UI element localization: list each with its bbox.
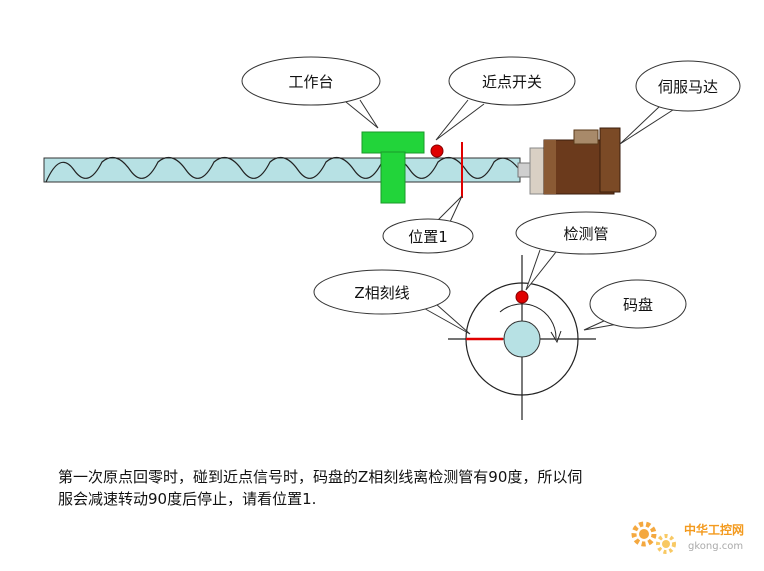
screw-thread	[45, 156, 519, 183]
callout-detector-bubble	[515, 211, 657, 255]
callout-position1: 位置1	[382, 195, 474, 254]
caption-line-2: 服会减速转动90度后停止，请看位置1.	[58, 490, 317, 508]
callout-near-switch: 近点开关	[435, 56, 576, 141]
worktable-top	[361, 131, 425, 154]
motor-band	[544, 140, 556, 194]
encoder-disc	[448, 255, 596, 420]
callout-servo-bubble	[635, 60, 741, 112]
watermark-domain: gkong.com	[688, 541, 743, 552]
screw-body	[43, 157, 521, 183]
callout-z-phase-tail	[419, 303, 471, 335]
servo-motor	[517, 127, 621, 195]
caption-line-1: 第一次原点回零时，碰到近点信号时，码盘的Z相刻线离检测管有90度，所以伺	[58, 468, 583, 486]
motor-end-cap	[599, 127, 621, 193]
callout-near-switch-bubble	[448, 56, 576, 106]
callout-encoder-disc: 码盘	[583, 279, 687, 331]
worktable-label: 工作台	[288, 73, 333, 91]
near-switch-label: 近点开关	[482, 73, 542, 91]
callout-near-switch-tail	[435, 99, 485, 141]
z-phase-label: Z相刻线	[354, 284, 409, 302]
detector-label: 检测管	[563, 225, 608, 243]
lead-screw	[43, 156, 521, 183]
encoder-disc-label: 码盘	[623, 296, 653, 314]
callout-worktable-bubble	[241, 56, 381, 106]
callout-worktable-tail	[345, 99, 379, 129]
callout-z-phase-bubble	[313, 269, 451, 315]
callout-position1-tail	[437, 195, 463, 223]
callout-detector: 检测管	[515, 211, 657, 291]
watermark-brand: 中华工控网	[684, 522, 744, 537]
callout-disc-bubble	[589, 279, 687, 329]
near-switch-dot	[430, 144, 444, 158]
callout-servo-motor: 伺服马达	[619, 60, 741, 145]
callout-worktable: 工作台	[241, 56, 381, 129]
servo-motor-label: 伺服马达	[658, 78, 718, 96]
callout-z-phase: Z相刻线	[313, 269, 471, 335]
callout-position1-bubble	[382, 218, 474, 254]
disc-hub	[503, 320, 541, 358]
callout-servo-tail	[619, 105, 677, 145]
worktable	[361, 131, 425, 204]
rotation-arrow	[499, 303, 557, 339]
position1-label: 位置1	[408, 228, 448, 246]
motor-connector	[573, 129, 599, 145]
gkong-watermark: 中华工控网 gkong.com	[631, 521, 744, 554]
gear-icon	[631, 521, 676, 554]
detector-dot	[515, 290, 529, 304]
motor-flange	[529, 147, 545, 195]
callout-detector-tail	[525, 249, 557, 291]
caption: 第一次原点回零时，碰到近点信号时，码盘的Z相刻线离检测管有90度，所以伺 服会减…	[58, 466, 738, 510]
rotation-arrowhead	[550, 330, 562, 344]
worktable-stem	[380, 151, 406, 204]
